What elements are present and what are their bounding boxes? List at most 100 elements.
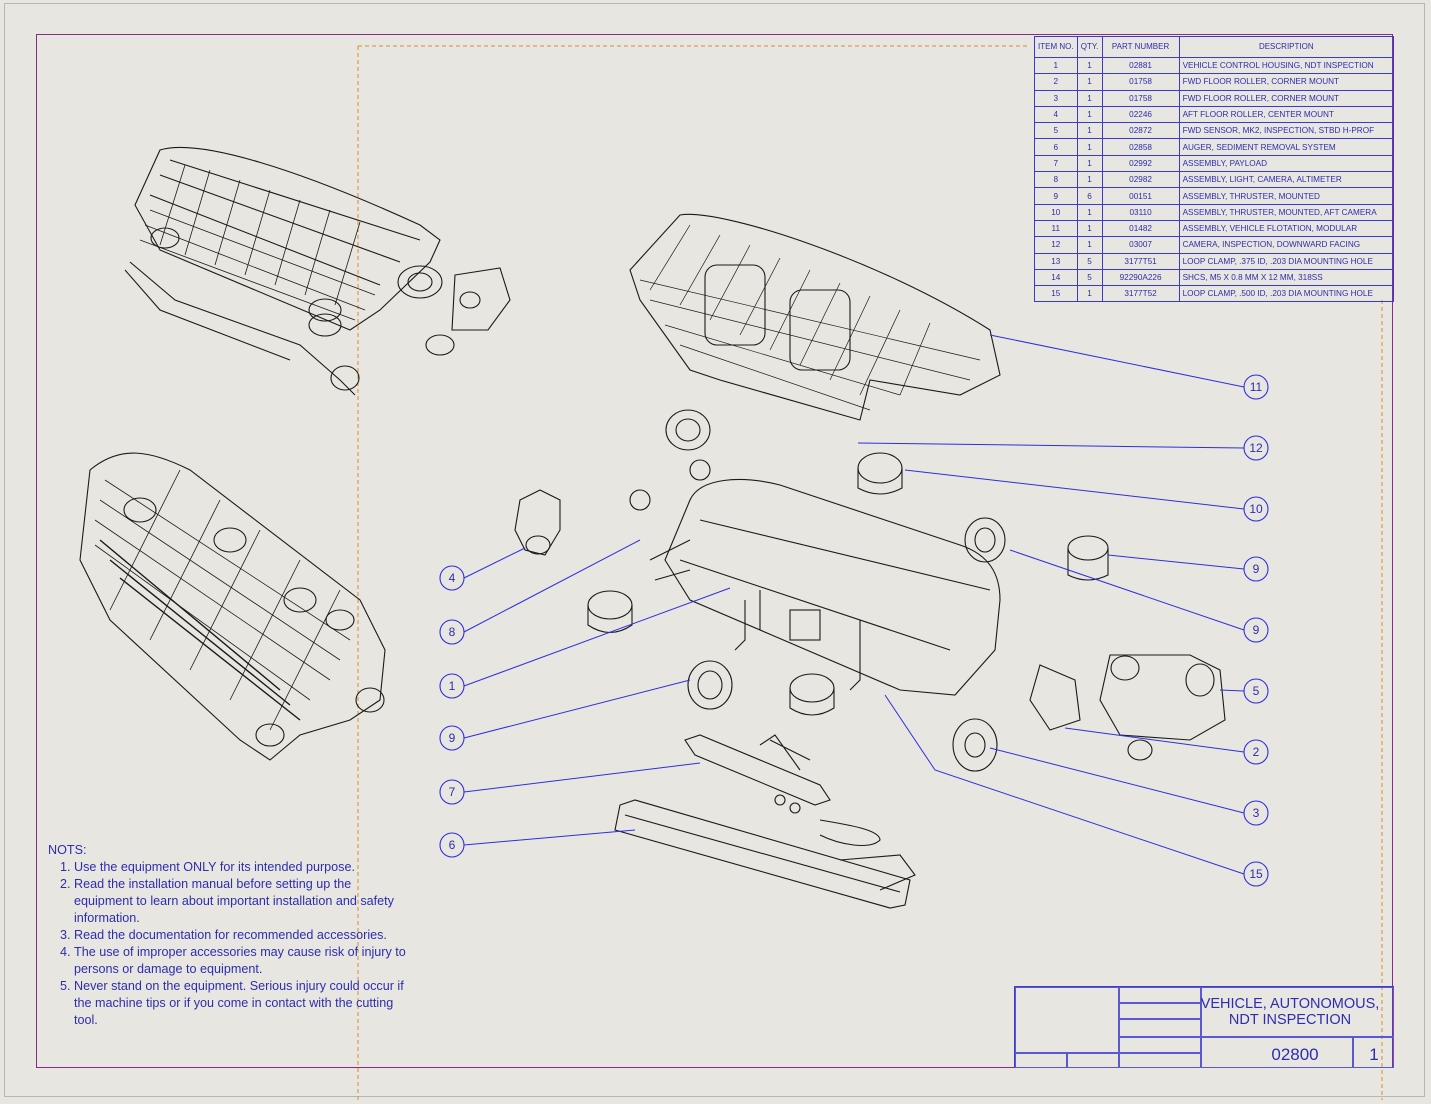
part-control-housing <box>629 459 1001 696</box>
tb-cell <box>1015 1053 1067 1068</box>
balloon-circle <box>1243 435 1269 461</box>
balloon-label: 6 <box>449 838 456 852</box>
bom-qty: 1 <box>1076 285 1103 303</box>
balloon-item-1: 1 <box>439 673 465 699</box>
balloon-label: 11 <box>1250 380 1263 394</box>
bom-description: FWD FLOOR ROLLER, CORNER MOUNT <box>1178 89 1395 107</box>
bom-header-qty: QTY. <box>1076 36 1103 58</box>
balloon-circle <box>1243 861 1269 887</box>
bom-header-row: ITEM NO. QTY. PART NUMBER DESCRIPTION <box>1034 36 1395 58</box>
bom-description: VEHICLE CONTROL HOUSING, NDT INSPECTION <box>1178 56 1395 75</box>
bom-description: CAMERA, INSPECTION, DOWNWARD FACING <box>1178 236 1395 254</box>
bom-part-number: 03110 <box>1101 203 1180 221</box>
balloon-item-9: 9 <box>439 725 465 751</box>
bom-part-number: 01758 <box>1101 89 1180 107</box>
balloon-label: 5 <box>1253 684 1260 698</box>
part-payload-assembly <box>684 734 881 846</box>
bom-qty: 1 <box>1076 219 1103 238</box>
tb-cell <box>1119 1037 1201 1053</box>
tb-cell <box>1119 1003 1201 1019</box>
bom-part-number: 02858 <box>1101 138 1180 156</box>
balloon-label: 15 <box>1249 867 1263 881</box>
balloon-item-12: 12 <box>1243 435 1269 461</box>
bom-description: ASSEMBLY, LIGHT, CAMERA, ALTIMETER <box>1178 171 1395 189</box>
bom-part-number: 01482 <box>1101 219 1180 238</box>
bom-item-no: 9 <box>1034 187 1078 205</box>
balloon-item-6: 6 <box>439 832 465 858</box>
bom-part-number: 02992 <box>1101 154 1180 173</box>
note-item: Never stand on the equipment. Serious in… <box>74 978 408 1029</box>
balloon-circle <box>439 832 465 858</box>
bom-item-no: 3 <box>1034 89 1078 107</box>
bom-part-number: 01758 <box>1101 73 1180 91</box>
bom-description: ASSEMBLY, THRUSTER, MOUNTED, AFT CAMERA <box>1178 203 1395 221</box>
drawing-title-line2: NDT INSPECTION <box>1228 1012 1352 1028</box>
bom-part-number: 3177T52 <box>1101 285 1180 303</box>
balloon-circle <box>1243 374 1269 400</box>
balloon-label: 8 <box>449 625 456 639</box>
balloon-item-2: 2 <box>1243 739 1269 765</box>
notes-list: Use the equipment ONLY for its intended … <box>48 859 408 1029</box>
bom-description: AUGER, SEDIMENT REMOVAL SYSTEM <box>1178 138 1395 156</box>
bom-description: ASSEMBLY, PAYLOAD <box>1178 154 1395 173</box>
bom-item-no: 8 <box>1034 171 1078 189</box>
tb-cell <box>1119 1053 1201 1068</box>
balloon-label: 9 <box>1253 623 1260 637</box>
balloon-circle <box>1243 556 1269 582</box>
drawing-title: VEHICLE, AUTONOMOUS, NDT INSPECTION <box>1200 996 1380 1028</box>
bom-part-number: 02872 <box>1101 122 1180 140</box>
bom-item-no: 14 <box>1034 268 1078 287</box>
bom-description: SHCS, M5 X 0.8 MM X 12 MM, 318SS <box>1178 268 1395 287</box>
balloon-circle <box>1243 739 1269 765</box>
balloon-circle <box>439 725 465 751</box>
bom-item-no: 11 <box>1034 219 1078 238</box>
bom-qty: 1 <box>1076 154 1103 173</box>
balloon-label: 9 <box>449 731 456 745</box>
bom-qty: 5 <box>1076 252 1103 270</box>
balloon-circle <box>439 779 465 805</box>
balloon-circle <box>1243 617 1269 643</box>
bom-item-no: 5 <box>1034 122 1078 140</box>
title-block <box>1014 986 1394 1068</box>
bom-item-no: 6 <box>1034 138 1078 156</box>
bom-header-description: DESCRIPTION <box>1178 36 1395 58</box>
part-sensor-and-rollers <box>952 654 1226 772</box>
bom-description: LOOP CLAMP, .500 ID, .203 DIA MOUNTING H… <box>1178 285 1395 303</box>
bom-description: ASSEMBLY, VEHICLE FLOTATION, MODULAR <box>1178 219 1395 238</box>
balloon-label: 10 <box>1249 502 1263 516</box>
balloon-label: 4 <box>449 571 456 585</box>
note-item: Use the equipment ONLY for its intended … <box>74 859 408 876</box>
bom-item-no: 2 <box>1034 73 1078 91</box>
bom-qty: 5 <box>1076 268 1103 287</box>
bom-header-item: ITEM NO. <box>1034 36 1078 58</box>
bom-part-number: 03007 <box>1101 236 1180 254</box>
balloon-item-10: 10 <box>1243 496 1269 522</box>
balloon-item-15: 15 <box>1243 861 1269 887</box>
drawing-revision: 1 <box>1369 1045 1379 1064</box>
bom-qty: 1 <box>1076 138 1103 156</box>
bom-part-number: 3177T51 <box>1101 252 1180 270</box>
bom-header-part-number: PART NUMBER <box>1101 36 1180 58</box>
drawing-title-line1: VEHICLE, AUTONOMOUS, <box>1200 996 1380 1012</box>
bom-item-no: 7 <box>1034 154 1078 173</box>
bom-description: ASSEMBLY, THRUSTER, MOUNTED <box>1178 187 1395 205</box>
bom-description: FWD FLOOR ROLLER, CORNER MOUNT <box>1178 73 1395 91</box>
balloon-label: 2 <box>1253 745 1260 759</box>
bom-qty: 1 <box>1076 171 1103 189</box>
bom-description: AFT FLOOR ROLLER, CENTER MOUNT <box>1178 105 1395 124</box>
